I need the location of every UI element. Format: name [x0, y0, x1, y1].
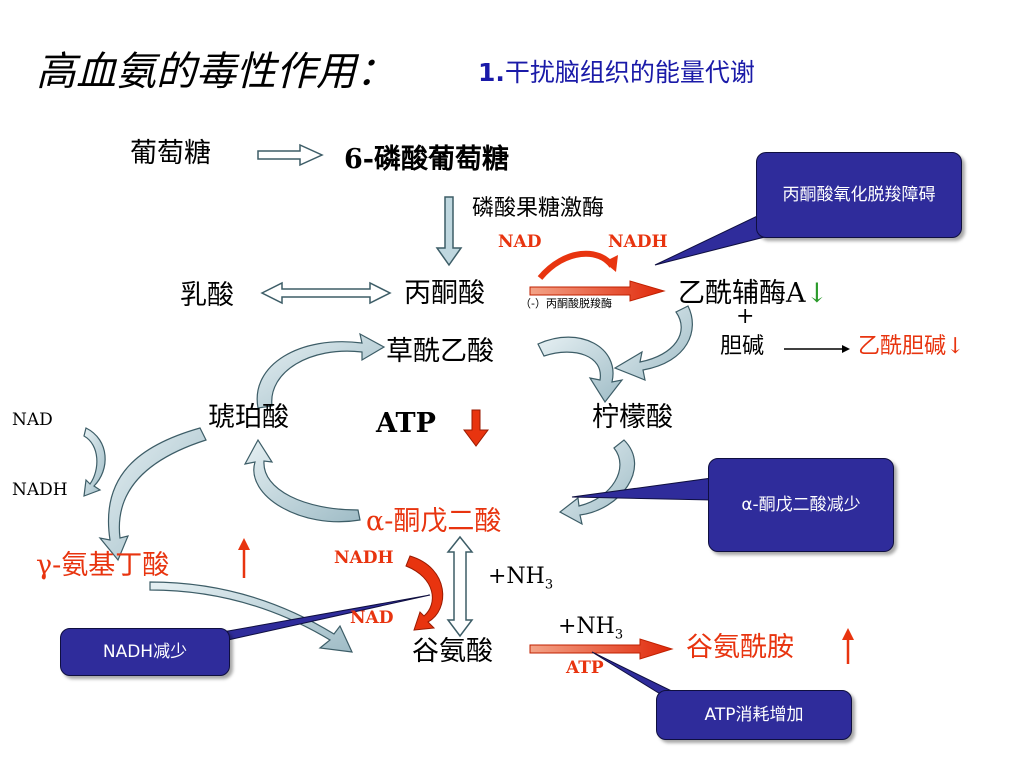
node-citrate: 柠檬酸 [592, 402, 673, 433]
arrow-choline-to-acetylcholine [784, 345, 850, 353]
label-nadh-left: NADH [12, 480, 68, 500]
label-nad-mid: NAD [350, 608, 394, 628]
node-succinate: 琥珀酸 [208, 402, 289, 433]
acetylcoa-label: 乙酰辅酶A [678, 278, 806, 309]
label-pdh-inhibit: （-）丙酮酸脱羧酶 [520, 297, 612, 310]
acetylcholine-down-arrow: ↓ [946, 334, 965, 359]
arrow-glutamate-to-glutamine [529, 638, 674, 660]
node-lactate: 乳酸 [180, 280, 234, 311]
arrow-g6p-to-pyruvate [435, 196, 463, 267]
node-pyruvate: 丙酮酸 [404, 278, 485, 309]
node-glucose: 葡萄糖 [130, 138, 211, 169]
node-glutamine: 谷氨酰胺 [686, 632, 794, 663]
arrow-lactate-pyruvate [260, 281, 392, 305]
arrow-acetylcoa-to-citrate [613, 305, 693, 381]
nh3-1-text: +NH [488, 564, 545, 589]
callout-atp-consumption: ATP消耗增加 [656, 690, 852, 740]
nh3-2-text: +NH [558, 614, 615, 639]
label-atp-bottom: ATP [566, 658, 604, 678]
node-gaba: γ-氨基丁酸 [36, 550, 170, 581]
arrow-oxaloacetate-to-citrate [537, 336, 624, 404]
page-title: 高血氨的毒性作用： [36, 49, 396, 95]
subtitle-text: 干扰脑组织的能量代谢 [504, 58, 755, 87]
arrow-akg-to-succinate [243, 438, 361, 523]
node-akg: α-酮戊二酸 [366, 506, 502, 537]
label-nadh-mid: NADH [334, 548, 394, 568]
label-nad-top: NAD [498, 232, 542, 252]
arrow-pyruvate-to-acetylcoa [529, 250, 666, 302]
acetylcoa-down-arrow: ↓ [805, 278, 829, 309]
arrow-nadh-to-nad [405, 555, 444, 631]
callout-pointer-akg [571, 477, 713, 501]
node-glutamate: 谷氨酸 [412, 636, 493, 667]
subtitle-number: 1. [478, 58, 505, 87]
label-nad-left: NAD [12, 410, 53, 430]
node-acetylcoa: 乙酰辅酶A↓ [678, 280, 828, 307]
label-nadh-top: NADH [608, 232, 668, 252]
arrow-akg-glutamate [446, 535, 474, 638]
label-atp: ATP [376, 408, 436, 439]
callout-pyruvate-oxidation: 丙酮酸氧化脱羧障碍 [756, 152, 962, 238]
page-subtitle: 1.干扰脑组织的能量代谢 [478, 60, 755, 85]
gaba-up-arrow [238, 538, 250, 578]
callout-akg-decrease: α-酮戊二酸减少 [708, 458, 894, 552]
acetylcholine-label: 乙酰胆碱 [858, 334, 947, 359]
node-g6p: 6-磷酸葡萄糖 [344, 144, 509, 175]
node-acetylcholine: 乙酰胆碱↓ [858, 336, 964, 358]
callout-pointer-nadh [199, 594, 431, 641]
label-nh3-2: +NH3 [558, 614, 624, 643]
label-pfk: 磷酸果糖激酶 [472, 196, 605, 221]
arrow-succinate-to-oxaloacetate [256, 332, 386, 409]
arrow-glucose-to-g6p [257, 143, 324, 167]
arrow-succinate-to-gaba [98, 427, 207, 562]
callout-nadh-decrease: NADH减少 [60, 628, 230, 676]
node-oxaloacetate: 草酰乙酸 [386, 336, 494, 367]
atp-down-arrow [463, 409, 489, 447]
arrow-nad-to-nadh-left [83, 427, 106, 497]
arrow-citrate-to-akg [558, 439, 636, 526]
glutamine-up-arrow [842, 628, 854, 664]
label-nh3-1: +NH3 [488, 564, 554, 593]
nh3-2-subscript: 3 [614, 627, 624, 643]
node-choline: 胆碱 [720, 334, 765, 359]
arrow-gaba-glutamate [149, 581, 353, 653]
label-plus: + [736, 304, 755, 329]
nh3-1-subscript: 3 [544, 577, 554, 593]
